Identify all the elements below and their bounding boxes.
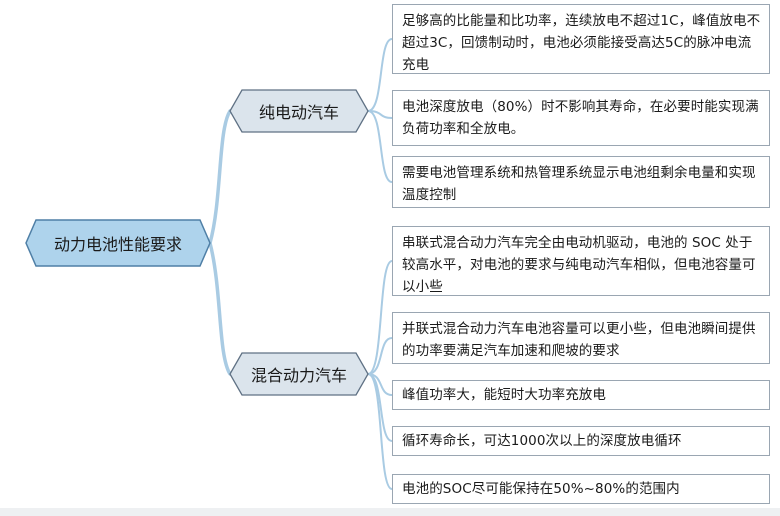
connector-pure-ev-leaf-1 xyxy=(367,38,393,112)
leaf-text: 足够高的比能量和比功率，连续放电不超过1C，峰值放电不超过3C，回馈制动时，电池… xyxy=(402,13,761,73)
root-node[interactable]: 动力电池性能要求 xyxy=(26,220,210,266)
leaf-text: 电池深度放电（80%）时不影响其寿命，在必要时能实现满负荷功率和全放电。 xyxy=(402,99,759,137)
leaf-hybrid-5[interactable]: 电池的SOC尽可能保持在50%~80%的范围内 xyxy=(392,474,770,504)
connector-root-pure-ev xyxy=(208,109,232,245)
leaf-text: 串联式混合动力汽车完全由电动机驱动，电池的 SOC 处于较高水平，对电池的要求与… xyxy=(402,235,756,295)
bottom-scroll-strip xyxy=(0,508,780,516)
connector-hybrid-leaf-5 xyxy=(367,373,393,490)
leaf-text: 循环寿命长，可达1000次以上的深度放电循环 xyxy=(402,433,682,449)
leaf-hybrid-1[interactable]: 串联式混合动力汽车完全由电动机驱动，电池的 SOC 处于较高水平，对电池的要求与… xyxy=(392,226,770,296)
leaf-text: 并联式混合动力汽车电池容量可以更小些，但电池瞬间提供的功率要满足汽车加速和爬坡的… xyxy=(402,321,756,359)
leaf-text: 峰值功率大，能短时大功率充放电 xyxy=(402,387,606,403)
leaf-hybrid-2[interactable]: 并联式混合动力汽车电池容量可以更小些，但电池瞬间提供的功率要满足汽车加速和爬坡的… xyxy=(392,312,770,364)
branch-node-pure-ev[interactable]: 纯电动汽车 xyxy=(230,90,368,132)
branch-node-shape-hybrid xyxy=(229,352,369,396)
leaf-pure-ev-1[interactable]: 足够高的比能量和比功率，连续放电不超过1C，峰值放电不超过3C，回馈制动时，电池… xyxy=(392,4,770,74)
connector-hybrid-leaf-1 xyxy=(367,260,393,375)
branch-label-pure-ev: 纯电动汽车 xyxy=(258,103,339,122)
branch-node-hybrid[interactable]: 混合动力汽车 xyxy=(230,353,368,395)
root-node-label: 动力电池性能要求 xyxy=(53,235,182,254)
leaf-hybrid-4[interactable]: 循环寿命长，可达1000次以上的深度放电循环 xyxy=(392,426,770,456)
leaf-text: 需要电池管理系统和热管理系统显示电池组剩余电量和实现温度控制 xyxy=(402,165,756,203)
connector-hybrid-leaf-2 xyxy=(367,337,393,375)
leaf-pure-ev-2[interactable]: 电池深度放电（80%）时不影响其寿命，在必要时能实现满负荷功率和全放电。 xyxy=(392,90,770,146)
branch-label-hybrid: 混合动力汽车 xyxy=(250,366,347,385)
connector-root-hybrid xyxy=(208,241,232,376)
root-node-shape xyxy=(25,219,211,267)
leaf-text: 电池的SOC尽可能保持在50%~80%的范围内 xyxy=(402,481,680,497)
connectors xyxy=(208,38,393,490)
leaf-pure-ev-3[interactable]: 需要电池管理系统和热管理系统显示电池组剩余电量和实现温度控制 xyxy=(392,156,770,208)
branch-node-shape-pure-ev xyxy=(229,89,369,133)
leaf-hybrid-3[interactable]: 峰值功率大，能短时大功率充放电 xyxy=(392,380,770,410)
connector-pure-ev-leaf-3 xyxy=(367,110,393,183)
